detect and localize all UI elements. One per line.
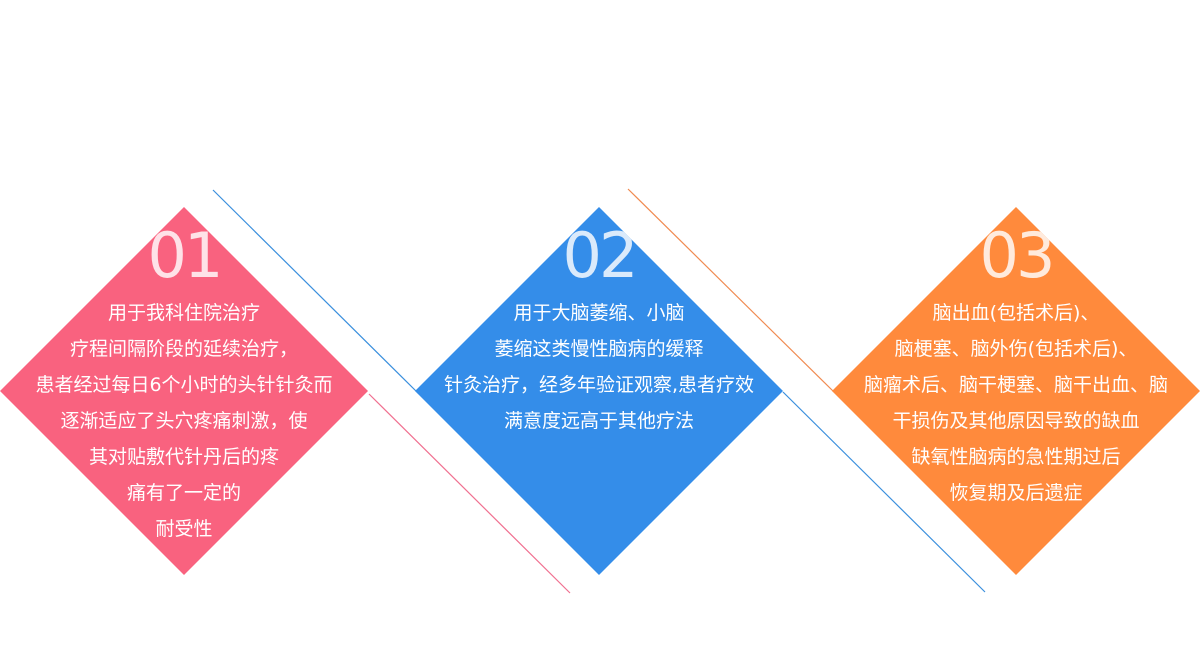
- connector-line-blue-1: [212, 189, 420, 395]
- description: 用于大脑萎缩、小脑 萎缩这类慢性脑病的缓释 针灸治疗，经多年验证观察,患者疗效 …: [415, 295, 783, 439]
- connector-line-blue-2: [782, 391, 986, 593]
- description: 脑出血(包括术后)、 脑梗塞、脑外伤(包括术后)、 脑瘤术后、脑干梗塞、脑干出血…: [832, 295, 1200, 511]
- description-line: 干损伤及其他原因导致的缺血: [892, 410, 1140, 432]
- description-line: 缺氧性脑病的急性期过后: [911, 446, 1121, 468]
- step-number: 03: [979, 219, 1056, 292]
- description-line: 针灸治疗，经多年验证观察,患者疗效: [443, 374, 755, 396]
- connector-line-orange: [627, 188, 835, 393]
- description-line: 脑梗塞、脑外伤(包括术后)、: [894, 338, 1138, 360]
- description-line: 脑瘤术后、脑干梗塞、脑干出血、脑: [863, 374, 1168, 396]
- description-line: 萎缩这类慢性脑病的缓释: [494, 338, 704, 360]
- description-line: 其对贴敷代针丹后的疼: [88, 446, 279, 468]
- description-line: 逐渐适应了头穴疼痛刺激，使: [60, 410, 308, 432]
- step-number: 02: [562, 219, 639, 292]
- description: 用于我科住院治疗 疗程间隔阶段的延续治疗， 患者经过每日6个小时的头针针灸而 逐…: [0, 295, 368, 547]
- description-line: 疗程间隔阶段的延续治疗，: [69, 338, 298, 360]
- description-line: 满意度远高于其他疗法: [503, 410, 694, 432]
- connector-line-pink: [368, 393, 571, 594]
- description-line: 脑出血(包括术后)、: [932, 302, 1100, 324]
- description-line: 用于大脑萎缩、小脑: [513, 302, 685, 324]
- description-line: 患者经过每日6个小时的头针针灸而: [35, 374, 333, 396]
- description-line: 用于我科住院治疗: [107, 302, 260, 324]
- step-number: 01: [147, 219, 224, 292]
- description-line: 耐受性: [155, 518, 213, 540]
- description-line: 恢复期及后遗症: [949, 482, 1083, 504]
- description-line: 痛有了一定的: [126, 482, 241, 504]
